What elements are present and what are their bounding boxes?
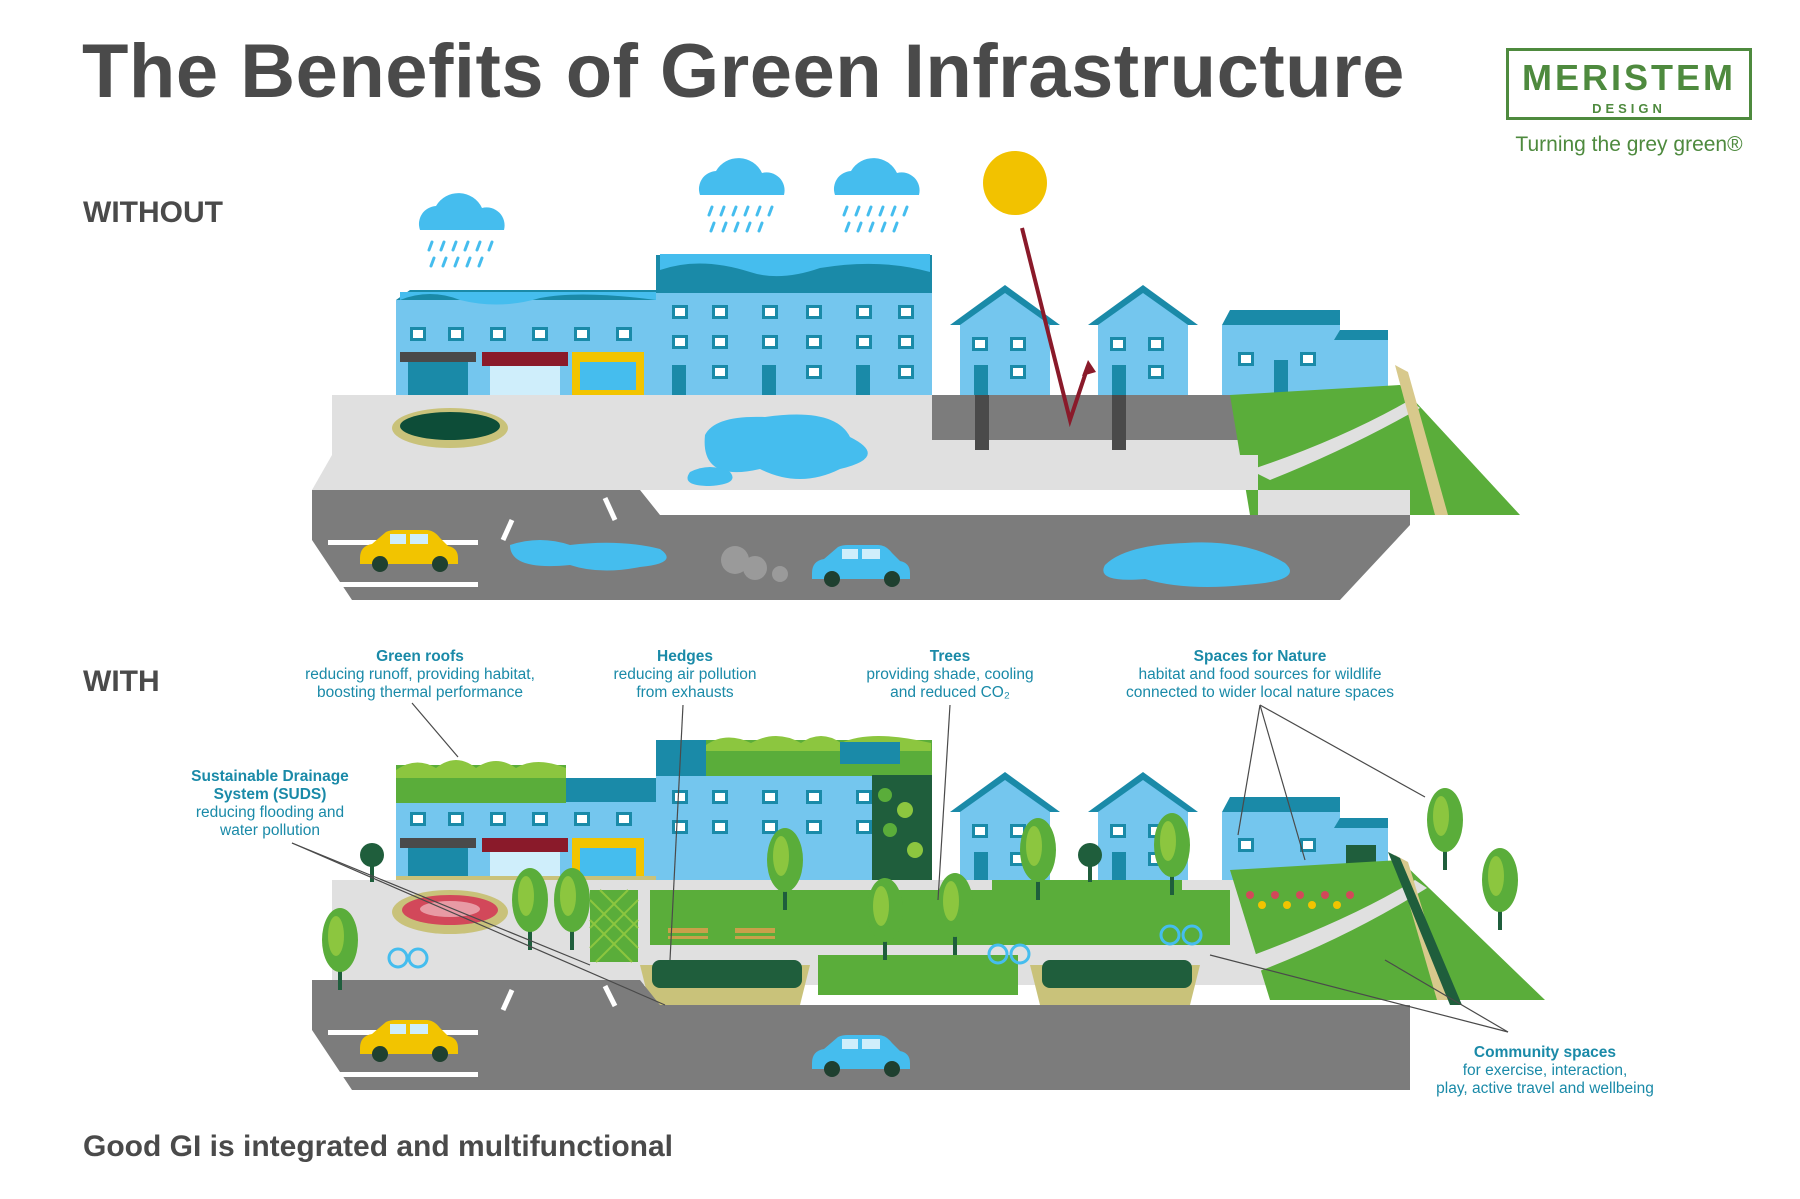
annotation-community-desc: for exercise, interaction, play, active … — [1436, 1062, 1654, 1097]
annotation-trees: Trees providing shade, cooling and reduc… — [838, 648, 1062, 702]
annotation-green-roofs-desc: reducing runoff, providing habitat, boos… — [305, 666, 535, 701]
logo-wordmark: MERISTEM — [1521, 57, 1736, 98]
annotation-green-roofs: Green roofs reducing runoff, providing h… — [280, 648, 560, 702]
annotation-suds: Sustainable Drainage System (SUDS) reduc… — [160, 768, 380, 840]
scene-with — [291, 702, 1545, 1090]
page-title: The Benefits of Green Infrastructure — [82, 29, 1405, 114]
scene-without — [312, 151, 1520, 600]
logo-subtitle: DESIGN — [1592, 101, 1666, 116]
annotation-trees-desc: providing shade, cooling and reduced CO₂ — [866, 666, 1034, 701]
annotation-community-spaces: Community spaces for exercise, interacti… — [1405, 1044, 1685, 1098]
annotation-spaces-for-nature: Spaces for Nature habitat and food sourc… — [1095, 648, 1425, 702]
annotation-hedges: Hedges reducing air pollution from exhau… — [585, 648, 785, 702]
annotation-hedges-heading: Hedges — [657, 648, 713, 665]
annotation-nature-desc: habitat and food sources for wildlife co… — [1126, 666, 1394, 701]
annotation-community-heading: Community spaces — [1473, 1044, 1617, 1061]
label-without: WITHOUT — [83, 196, 223, 229]
annotation-trees-heading: Trees — [929, 648, 971, 665]
footer-tagline: Good GI is integrated and multifunctiona… — [83, 1130, 674, 1163]
annotation-nature-heading: Spaces for Nature — [1193, 648, 1327, 665]
annotation-hedges-desc: reducing air pollution from exhausts — [613, 666, 757, 701]
annotation-suds-desc: reducing flooding and water pollution — [195, 804, 345, 839]
label-with: WITH — [83, 665, 160, 698]
sun-icon — [983, 151, 1047, 215]
annotation-green-roofs-heading: Green roofs — [376, 648, 464, 665]
logo: MERISTEM DESIGN — [1506, 48, 1752, 120]
annotation-suds-heading: Sustainable Drainage System (SUDS) — [191, 768, 349, 803]
logo-tagline: Turning the grey green® — [1515, 133, 1743, 156]
